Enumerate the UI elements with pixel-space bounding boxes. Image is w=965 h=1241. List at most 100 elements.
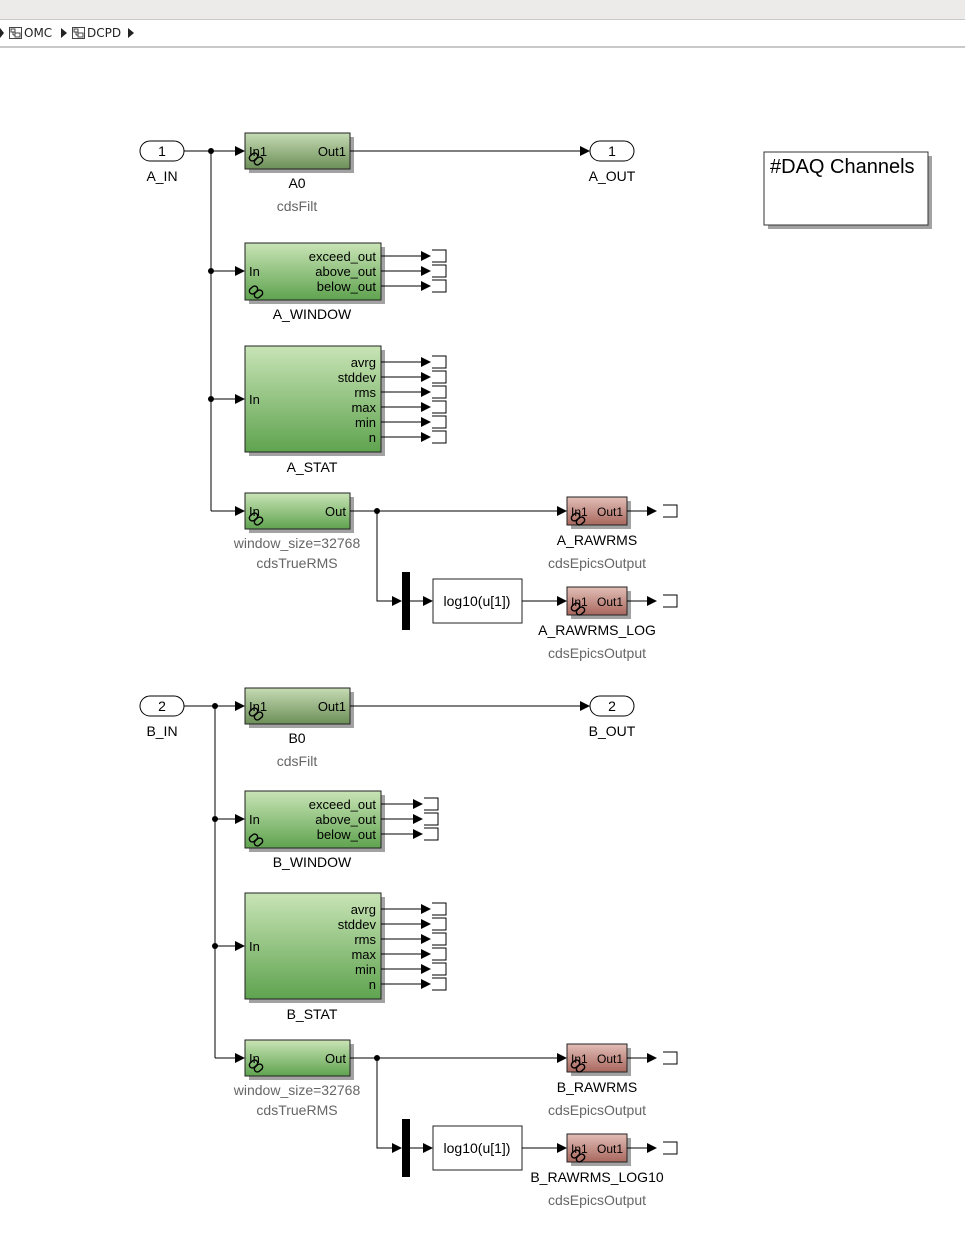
arrowhead-icon <box>421 251 431 261</box>
library-link-icon <box>248 512 264 526</box>
fcn-expression: log10(u[1]) <box>444 593 511 609</box>
signal-line[interactable] <box>376 1058 392 1149</box>
epics-in-port-label: In1 <box>571 505 588 519</box>
epics-library-name: cdsEpicsOutput <box>548 555 646 571</box>
terminator-icon <box>663 594 678 608</box>
fcn-block[interactable]: log10(u[1]) <box>432 578 523 624</box>
link-ring <box>253 156 264 166</box>
stat-out-port-label: avrg <box>351 902 376 917</box>
truerms-library-name: cdsTrueRMS <box>256 1102 337 1118</box>
arrowhead-icon <box>421 281 431 291</box>
breadcrumb-arrow-icon <box>0 28 4 38</box>
epics-library-name: cdsEpicsOutput <box>548 1192 646 1208</box>
annotation-text: #DAQ Channels <box>770 156 915 178</box>
block-body <box>244 242 382 301</box>
filter-out-port-label: Out1 <box>318 699 346 714</box>
arrowhead-icon <box>392 596 402 606</box>
arrowhead-icon <box>647 1143 657 1153</box>
port-number: 2 <box>608 698 616 714</box>
library-link-icon <box>248 1059 264 1073</box>
arrowhead-icon <box>421 266 431 276</box>
arrowhead-icon <box>235 506 245 516</box>
terminator-icon <box>663 504 678 518</box>
link-ring <box>253 837 264 847</box>
block-body <box>566 496 628 526</box>
epics-block-name: B_RAWRMS <box>557 1079 637 1095</box>
terminator-icon <box>432 962 447 976</box>
breadcrumb: OMC DCPD <box>0 20 965 48</box>
port-body <box>589 140 635 162</box>
stat-name: A_STAT <box>287 459 338 475</box>
terminator-icon <box>424 827 439 841</box>
terminator-icon <box>432 264 447 278</box>
breadcrumb-item-dcpd[interactable]: DCPD <box>72 24 121 42</box>
filter-name: B0 <box>288 730 305 746</box>
epics-out-port-label: Out1 <box>597 505 623 519</box>
terminator-icon <box>432 400 447 414</box>
inport-label: A_IN <box>146 168 177 184</box>
daq-channels-annotation[interactable]: #DAQ Channels <box>763 151 932 229</box>
stat-in-port-label: In <box>249 392 260 407</box>
link-ring <box>253 711 264 721</box>
mux-block[interactable] <box>402 1119 410 1177</box>
branch-point <box>208 148 214 154</box>
block-body <box>244 687 351 725</box>
inport-block[interactable]: 2 <box>139 695 185 717</box>
arrowhead-icon <box>421 372 431 382</box>
arrowhead-icon <box>557 596 567 606</box>
window-out-port-label: below_out <box>317 827 377 842</box>
window-name: A_WINDOW <box>273 306 352 322</box>
library-link-icon <box>248 833 264 847</box>
arrowhead-icon <box>235 394 245 404</box>
block-body <box>244 790 382 849</box>
subsystem-icon <box>72 27 85 39</box>
stat-out-port-label: avrg <box>351 355 376 370</box>
terminator-icon <box>663 1051 678 1065</box>
arrowhead-icon <box>235 701 245 711</box>
inport-block[interactable]: 1 <box>139 140 185 162</box>
arrowhead-icon <box>421 919 431 929</box>
signal-line[interactable] <box>376 511 392 602</box>
epics-library-name: cdsEpicsOutput <box>548 645 646 661</box>
block-body <box>432 578 523 624</box>
truerms-out-port-label: Out <box>325 504 346 519</box>
breadcrumb-item-omc[interactable]: OMC <box>9 24 52 42</box>
fcn-block[interactable]: log10(u[1]) <box>432 1125 523 1171</box>
block-body <box>244 492 351 530</box>
link-ring <box>253 516 264 526</box>
window-in-port-label: In <box>249 812 260 827</box>
mux-block[interactable] <box>402 572 410 630</box>
arrowhead-icon <box>235 814 245 824</box>
link-ring <box>575 606 586 616</box>
filter-in-port-label: In1 <box>249 144 267 159</box>
truerms-in-port-label: In <box>249 1051 260 1066</box>
epics-output-block[interactable]: In1 Out1 <box>566 496 631 529</box>
arrowhead-icon <box>647 1053 657 1063</box>
arrowhead-icon <box>413 829 423 839</box>
stat-name: B_STAT <box>287 1006 338 1022</box>
arrowhead-icon <box>580 701 590 711</box>
outport-block[interactable]: 2 <box>589 695 635 717</box>
link-ring <box>253 289 264 299</box>
stat-out-port-label: max <box>351 947 376 962</box>
link-ring <box>253 1063 264 1073</box>
epics-in-port-label: In1 <box>571 1142 588 1156</box>
link-ring <box>575 1063 586 1073</box>
stat-out-port-label: stddev <box>338 370 377 385</box>
filter-name: A0 <box>288 175 305 191</box>
arrowhead-icon <box>413 799 423 809</box>
outport-label: B_OUT <box>589 723 636 739</box>
outport-block[interactable]: 1 <box>589 140 635 162</box>
